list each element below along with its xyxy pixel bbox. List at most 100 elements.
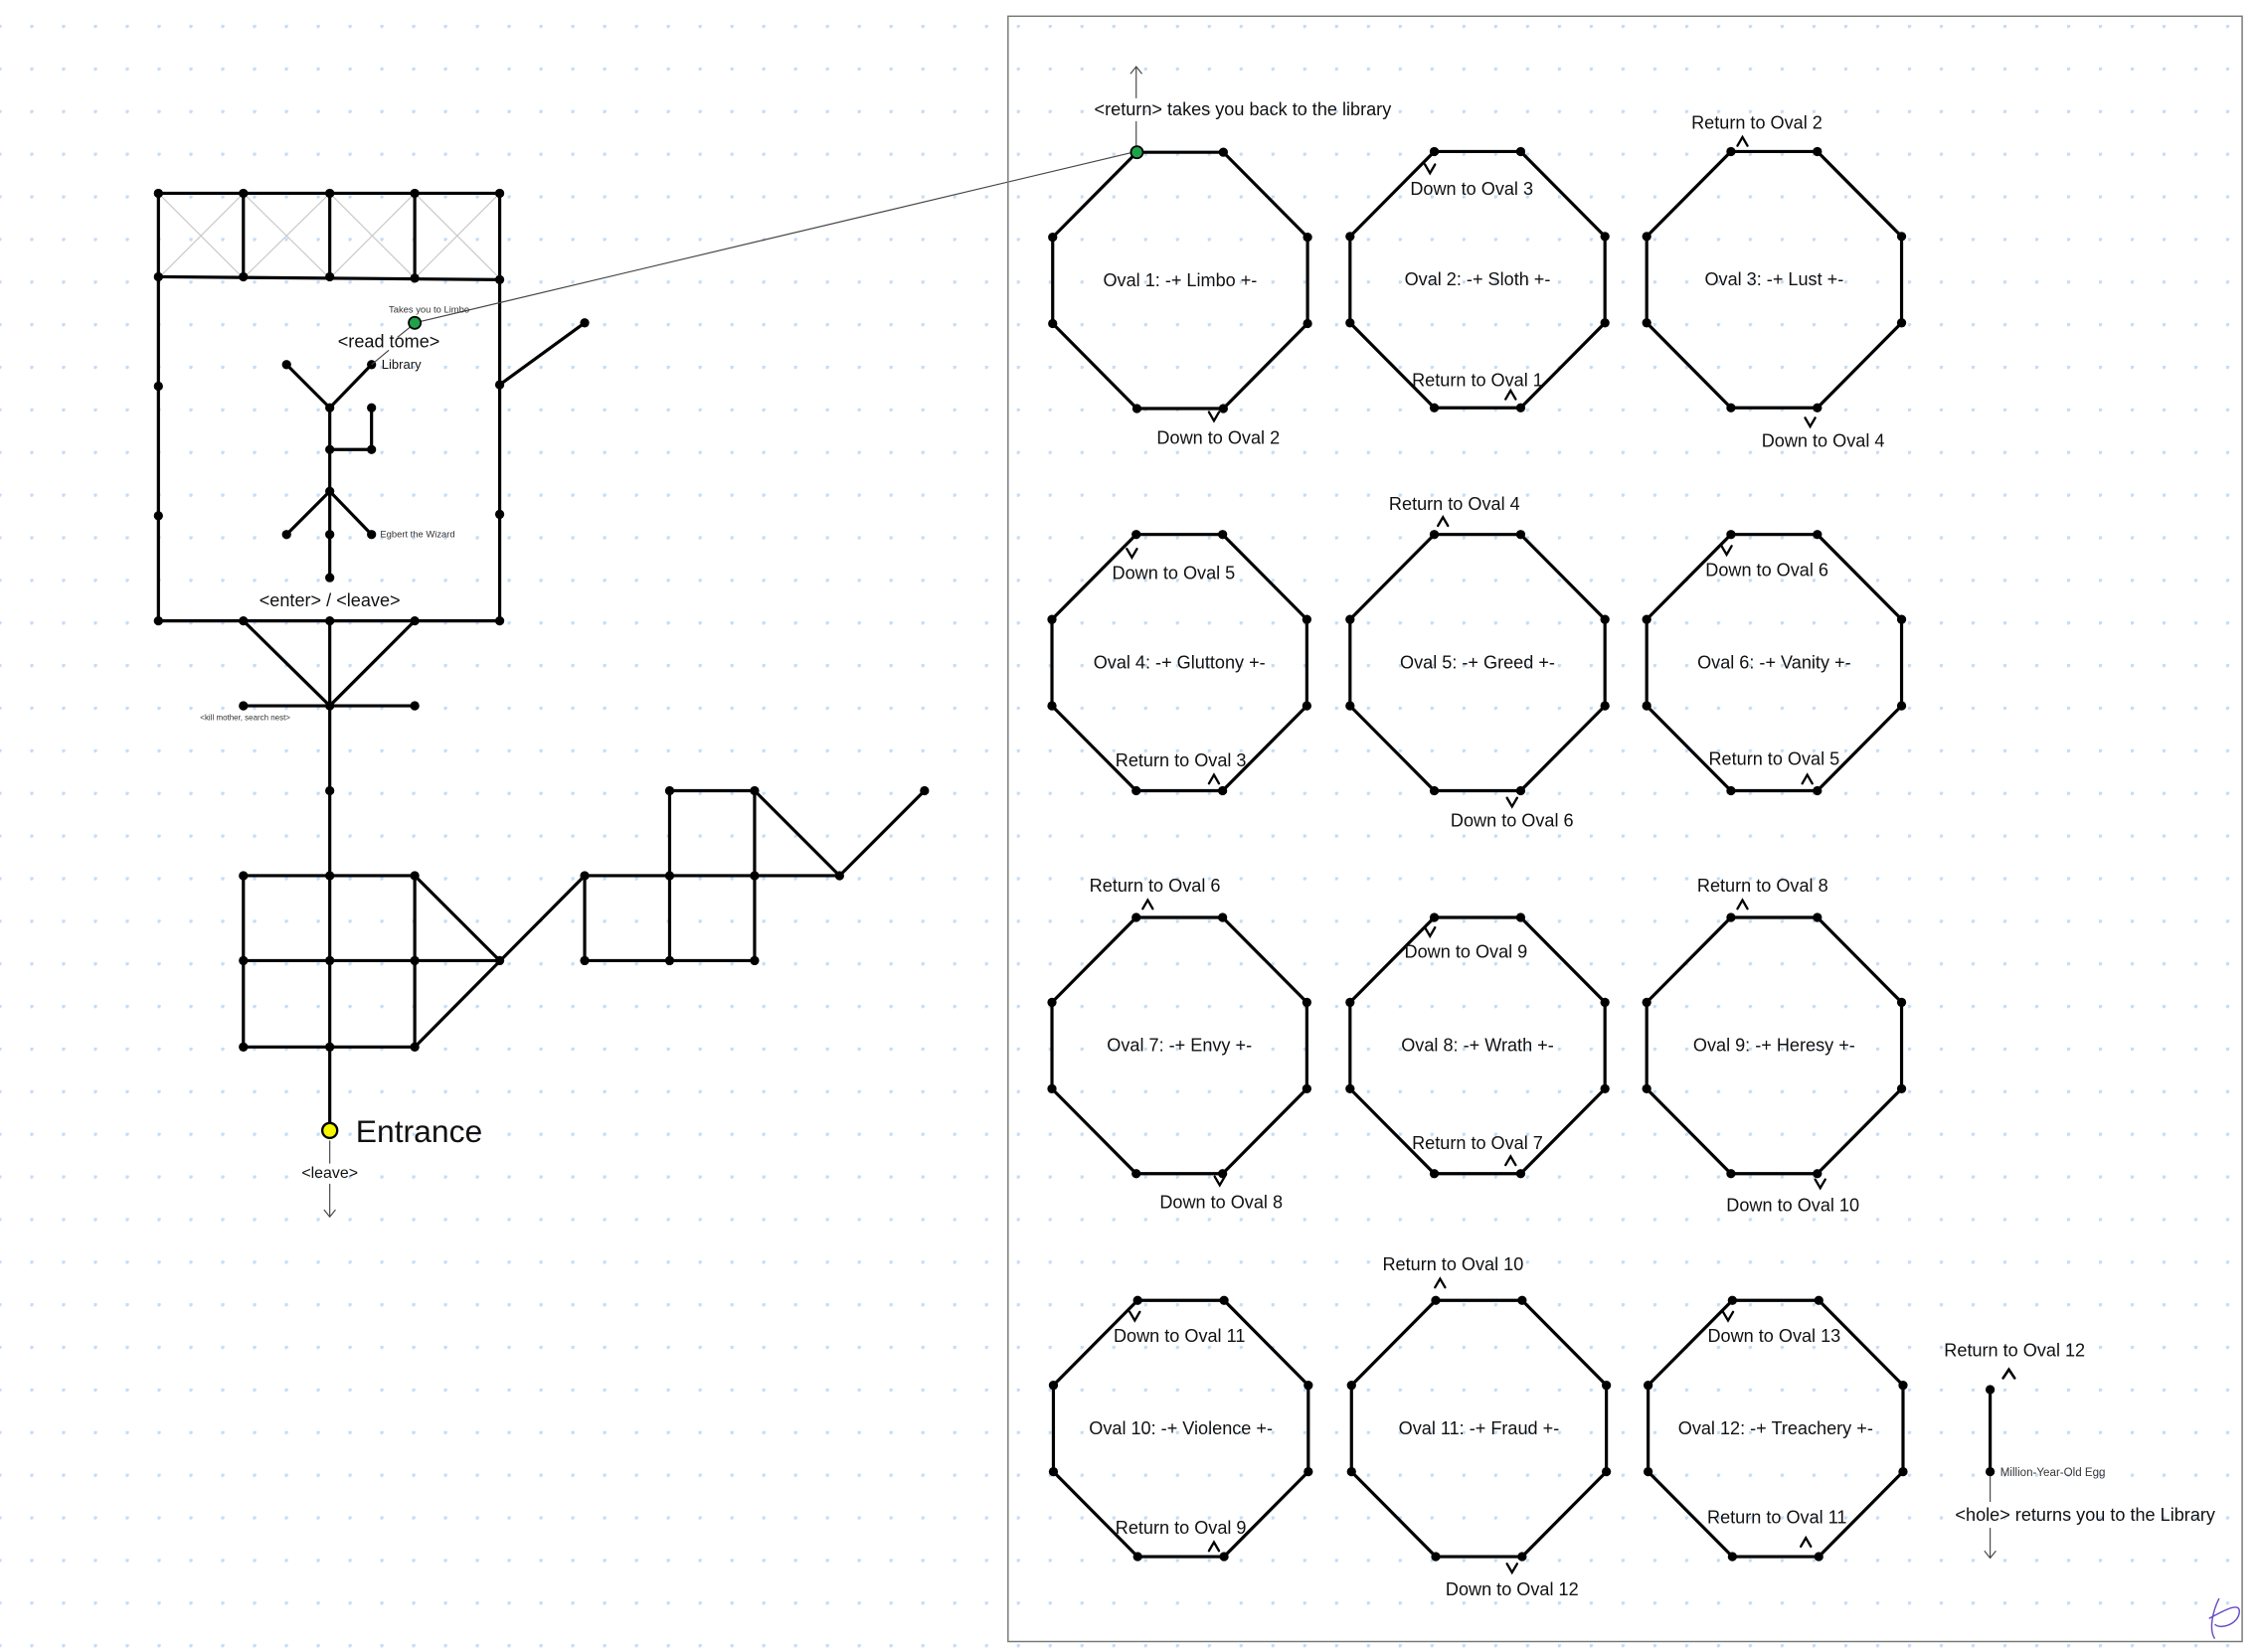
oval-node[interactable] bbox=[1896, 701, 1907, 711]
oval-node[interactable] bbox=[1345, 997, 1355, 1008]
oval-node[interactable] bbox=[1303, 1381, 1313, 1391]
oval-node[interactable] bbox=[1131, 404, 1142, 413]
map-node[interactable] bbox=[750, 871, 760, 881]
oval-node[interactable] bbox=[1600, 1083, 1610, 1093]
oval-node[interactable] bbox=[1517, 1295, 1527, 1305]
map-node[interactable] bbox=[239, 701, 249, 711]
oval-node[interactable] bbox=[1642, 997, 1651, 1008]
oval-node[interactable] bbox=[1726, 912, 1736, 922]
map-node[interactable] bbox=[325, 615, 335, 626]
oval-node[interactable] bbox=[1726, 1169, 1736, 1179]
oval-node[interactable] bbox=[1132, 1295, 1142, 1305]
map-node[interactable] bbox=[834, 871, 845, 881]
map-node[interactable] bbox=[580, 871, 590, 881]
map-node[interactable] bbox=[239, 615, 249, 626]
down-link-label[interactable]: Down to Oval 13 bbox=[1707, 1326, 1840, 1346]
entrance-node[interactable] bbox=[320, 1121, 339, 1140]
oval-node[interactable] bbox=[1431, 1295, 1441, 1305]
oval-node[interactable] bbox=[1813, 403, 1823, 413]
map-node[interactable] bbox=[325, 444, 335, 454]
return-link-label[interactable]: Return to Oval 6 bbox=[1090, 876, 1221, 896]
down-link-label[interactable]: Down to Oval 9 bbox=[1405, 942, 1528, 962]
map-node[interactable] bbox=[325, 188, 335, 199]
oval-node[interactable] bbox=[1515, 785, 1526, 796]
oval-node[interactable] bbox=[1218, 404, 1229, 413]
map-node[interactable] bbox=[325, 271, 335, 282]
oval-node[interactable] bbox=[1047, 701, 1057, 711]
oval-node[interactable] bbox=[1726, 403, 1736, 413]
oval-node[interactable] bbox=[1601, 1466, 1612, 1477]
return-link-label[interactable]: Return to Oval 10 bbox=[1382, 1254, 1523, 1274]
oval-node[interactable] bbox=[1345, 701, 1355, 711]
return-link-label[interactable]: Return to Oval 2 bbox=[1691, 112, 1823, 132]
oval-node[interactable] bbox=[1219, 1295, 1229, 1305]
oval-node[interactable] bbox=[1047, 1083, 1057, 1093]
oval-node[interactable] bbox=[1218, 147, 1229, 157]
map-node[interactable] bbox=[325, 1042, 335, 1052]
map-node[interactable] bbox=[664, 785, 675, 796]
oval-node[interactable] bbox=[1813, 912, 1823, 922]
return-link-label[interactable]: Return to Oval 9 bbox=[1116, 1518, 1247, 1538]
oval-node[interactable] bbox=[1515, 1169, 1526, 1179]
oval-node[interactable] bbox=[1515, 146, 1526, 157]
map-node[interactable] bbox=[325, 573, 335, 582]
oval-node[interactable] bbox=[1048, 318, 1058, 329]
map-node[interactable] bbox=[410, 955, 420, 966]
oval-node[interactable] bbox=[1303, 1466, 1313, 1477]
oval-node[interactable] bbox=[1643, 1381, 1653, 1391]
return-link-label[interactable]: Return to Oval 3 bbox=[1116, 750, 1247, 770]
oval-node[interactable] bbox=[1218, 530, 1228, 540]
down-link-label[interactable]: Down to Oval 5 bbox=[1113, 564, 1236, 583]
oval-node[interactable] bbox=[1600, 701, 1610, 711]
map-node[interactable] bbox=[281, 360, 291, 370]
oval-node[interactable] bbox=[1898, 1381, 1908, 1391]
oval-node[interactable] bbox=[1896, 318, 1907, 328]
oval-node[interactable] bbox=[1302, 614, 1312, 624]
return-portal-node[interactable] bbox=[1129, 145, 1144, 160]
oval-node[interactable] bbox=[1131, 1169, 1141, 1179]
oval-node[interactable] bbox=[1600, 318, 1610, 328]
map-node[interactable] bbox=[325, 486, 335, 496]
down-link-label[interactable]: Down to Oval 12 bbox=[1446, 1579, 1579, 1599]
egg-node[interactable] bbox=[1985, 1466, 1996, 1477]
map-node[interactable] bbox=[664, 955, 675, 966]
oval-node[interactable] bbox=[1813, 785, 1823, 796]
map-node[interactable] bbox=[494, 274, 505, 284]
oval-node[interactable] bbox=[1600, 232, 1610, 242]
oval-node[interactable] bbox=[1813, 1169, 1823, 1179]
oval-node[interactable] bbox=[1642, 701, 1651, 711]
down-link-label[interactable]: Down to Oval 10 bbox=[1726, 1195, 1859, 1215]
oval-node[interactable] bbox=[1896, 997, 1907, 1008]
oval-node[interactable] bbox=[1219, 1552, 1229, 1562]
oval-node[interactable] bbox=[1814, 1552, 1824, 1562]
map-node[interactable] bbox=[239, 955, 249, 966]
map-node[interactable] bbox=[750, 785, 760, 796]
limbo-portal-node[interactable] bbox=[408, 315, 423, 330]
oval-node[interactable] bbox=[1303, 318, 1312, 329]
map-node[interactable] bbox=[153, 381, 163, 392]
down-link-label[interactable]: Down to Oval 4 bbox=[1762, 430, 1885, 450]
oval-node[interactable] bbox=[1431, 1552, 1441, 1562]
oval-node[interactable] bbox=[1218, 785, 1228, 796]
map-node[interactable] bbox=[367, 444, 377, 454]
map-node[interactable] bbox=[750, 955, 760, 966]
oval-node[interactable] bbox=[1047, 997, 1057, 1008]
map-node[interactable] bbox=[410, 871, 420, 881]
oval-node[interactable] bbox=[1601, 1381, 1612, 1391]
map-node[interactable] bbox=[153, 271, 163, 282]
oval-node[interactable] bbox=[1898, 1466, 1908, 1477]
oval-node[interactable] bbox=[1896, 614, 1907, 624]
oval-node[interactable] bbox=[1303, 232, 1312, 243]
map-node[interactable] bbox=[281, 530, 291, 540]
map-node[interactable] bbox=[153, 188, 163, 199]
oval-node[interactable] bbox=[1302, 997, 1312, 1008]
oval-node[interactable] bbox=[1429, 1169, 1440, 1179]
return-link-label[interactable]: Return to Oval 7 bbox=[1412, 1133, 1543, 1153]
oval-node[interactable] bbox=[1517, 1552, 1527, 1562]
map-node[interactable] bbox=[580, 318, 590, 328]
oval-node[interactable] bbox=[1429, 785, 1440, 796]
map-node[interactable] bbox=[153, 511, 163, 521]
map-node[interactable] bbox=[325, 701, 335, 711]
oval-node[interactable] bbox=[1813, 146, 1823, 157]
down-link-label[interactable]: Down to Oval 6 bbox=[1451, 811, 1574, 831]
